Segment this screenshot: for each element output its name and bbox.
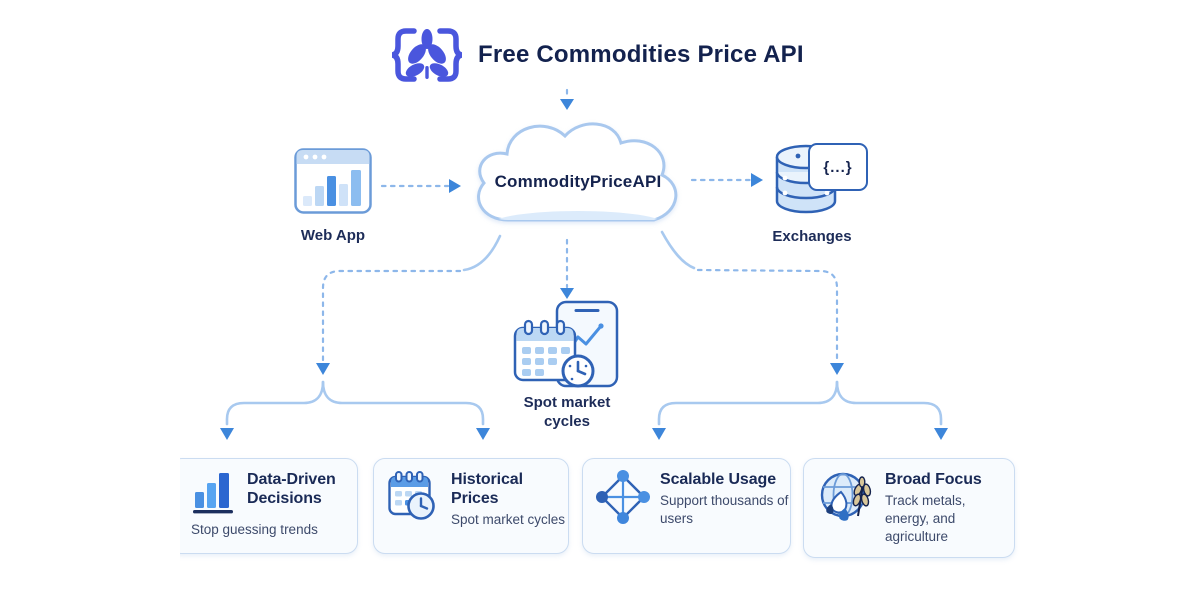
calendar-clock-icon [387, 470, 441, 522]
card-subtitle: Stop guessing trends [191, 522, 318, 537]
web-app-label: Web App [300, 227, 366, 244]
card-subtitle: Support thousands of users [660, 493, 789, 526]
wheat-stalk [852, 476, 872, 517]
exchanges-node: {...} Exchanges [770, 140, 870, 245]
code-badge-text: {...} [823, 158, 853, 176]
globe-commodities-icon [817, 470, 875, 528]
cloud-label: CommodityPriceAPI [494, 172, 662, 191]
web-app-icon [294, 148, 372, 214]
card-historical-prices: Historical Prices Spot market cycles [373, 458, 569, 554]
brand-logo-icon [390, 26, 464, 84]
cloud-icon [477, 122, 678, 222]
exchanges-label: Exchanges [772, 228, 852, 245]
network-icon [596, 470, 650, 524]
header: Free Commodities Price API [390, 26, 804, 84]
card-title: Scalable Usage [660, 471, 776, 488]
brace-left-a [225, 380, 325, 426]
card-title: Broad Focus [885, 471, 982, 488]
curve-cloud-left [462, 234, 502, 272]
spot-market-node: Spot market cycles [512, 300, 622, 430]
curve-cloud-right [660, 230, 696, 270]
card-title: Data-Driven Decisions [247, 471, 336, 507]
card-subtitle: Spot market cycles [451, 512, 566, 527]
dashed-left-drop [321, 269, 462, 362]
card-scalable-usage: Scalable Usage Support thousands of user… [582, 458, 791, 554]
card-subtitle: Track metals, energy, and agriculture [885, 493, 966, 544]
spot-market-label: Spot market cycles [523, 394, 611, 430]
bar-chart-icon [191, 470, 237, 514]
page-title: Free Commodities Price API [478, 41, 804, 68]
brace-right-b [835, 380, 943, 426]
brace-left-b [321, 380, 485, 426]
api-cloud-node: CommodityPriceAPI [468, 112, 688, 234]
card-broad-focus: Broad Focus Track metals, energy, and ag… [803, 458, 1015, 558]
phone-calendar-clock-icon [513, 300, 619, 388]
card-data-driven-decisions: Data-Driven Decisions Stop guessing tren… [180, 458, 358, 554]
code-badge: {...} [808, 143, 868, 191]
card-title: Historical Prices [451, 471, 523, 507]
diagram-canvas: Free Commodities Price API CommodityPric… [180, 0, 1020, 600]
web-app-node: Web App [294, 148, 372, 244]
dashed-right-drop [696, 268, 839, 362]
brace-right-a [657, 380, 839, 426]
